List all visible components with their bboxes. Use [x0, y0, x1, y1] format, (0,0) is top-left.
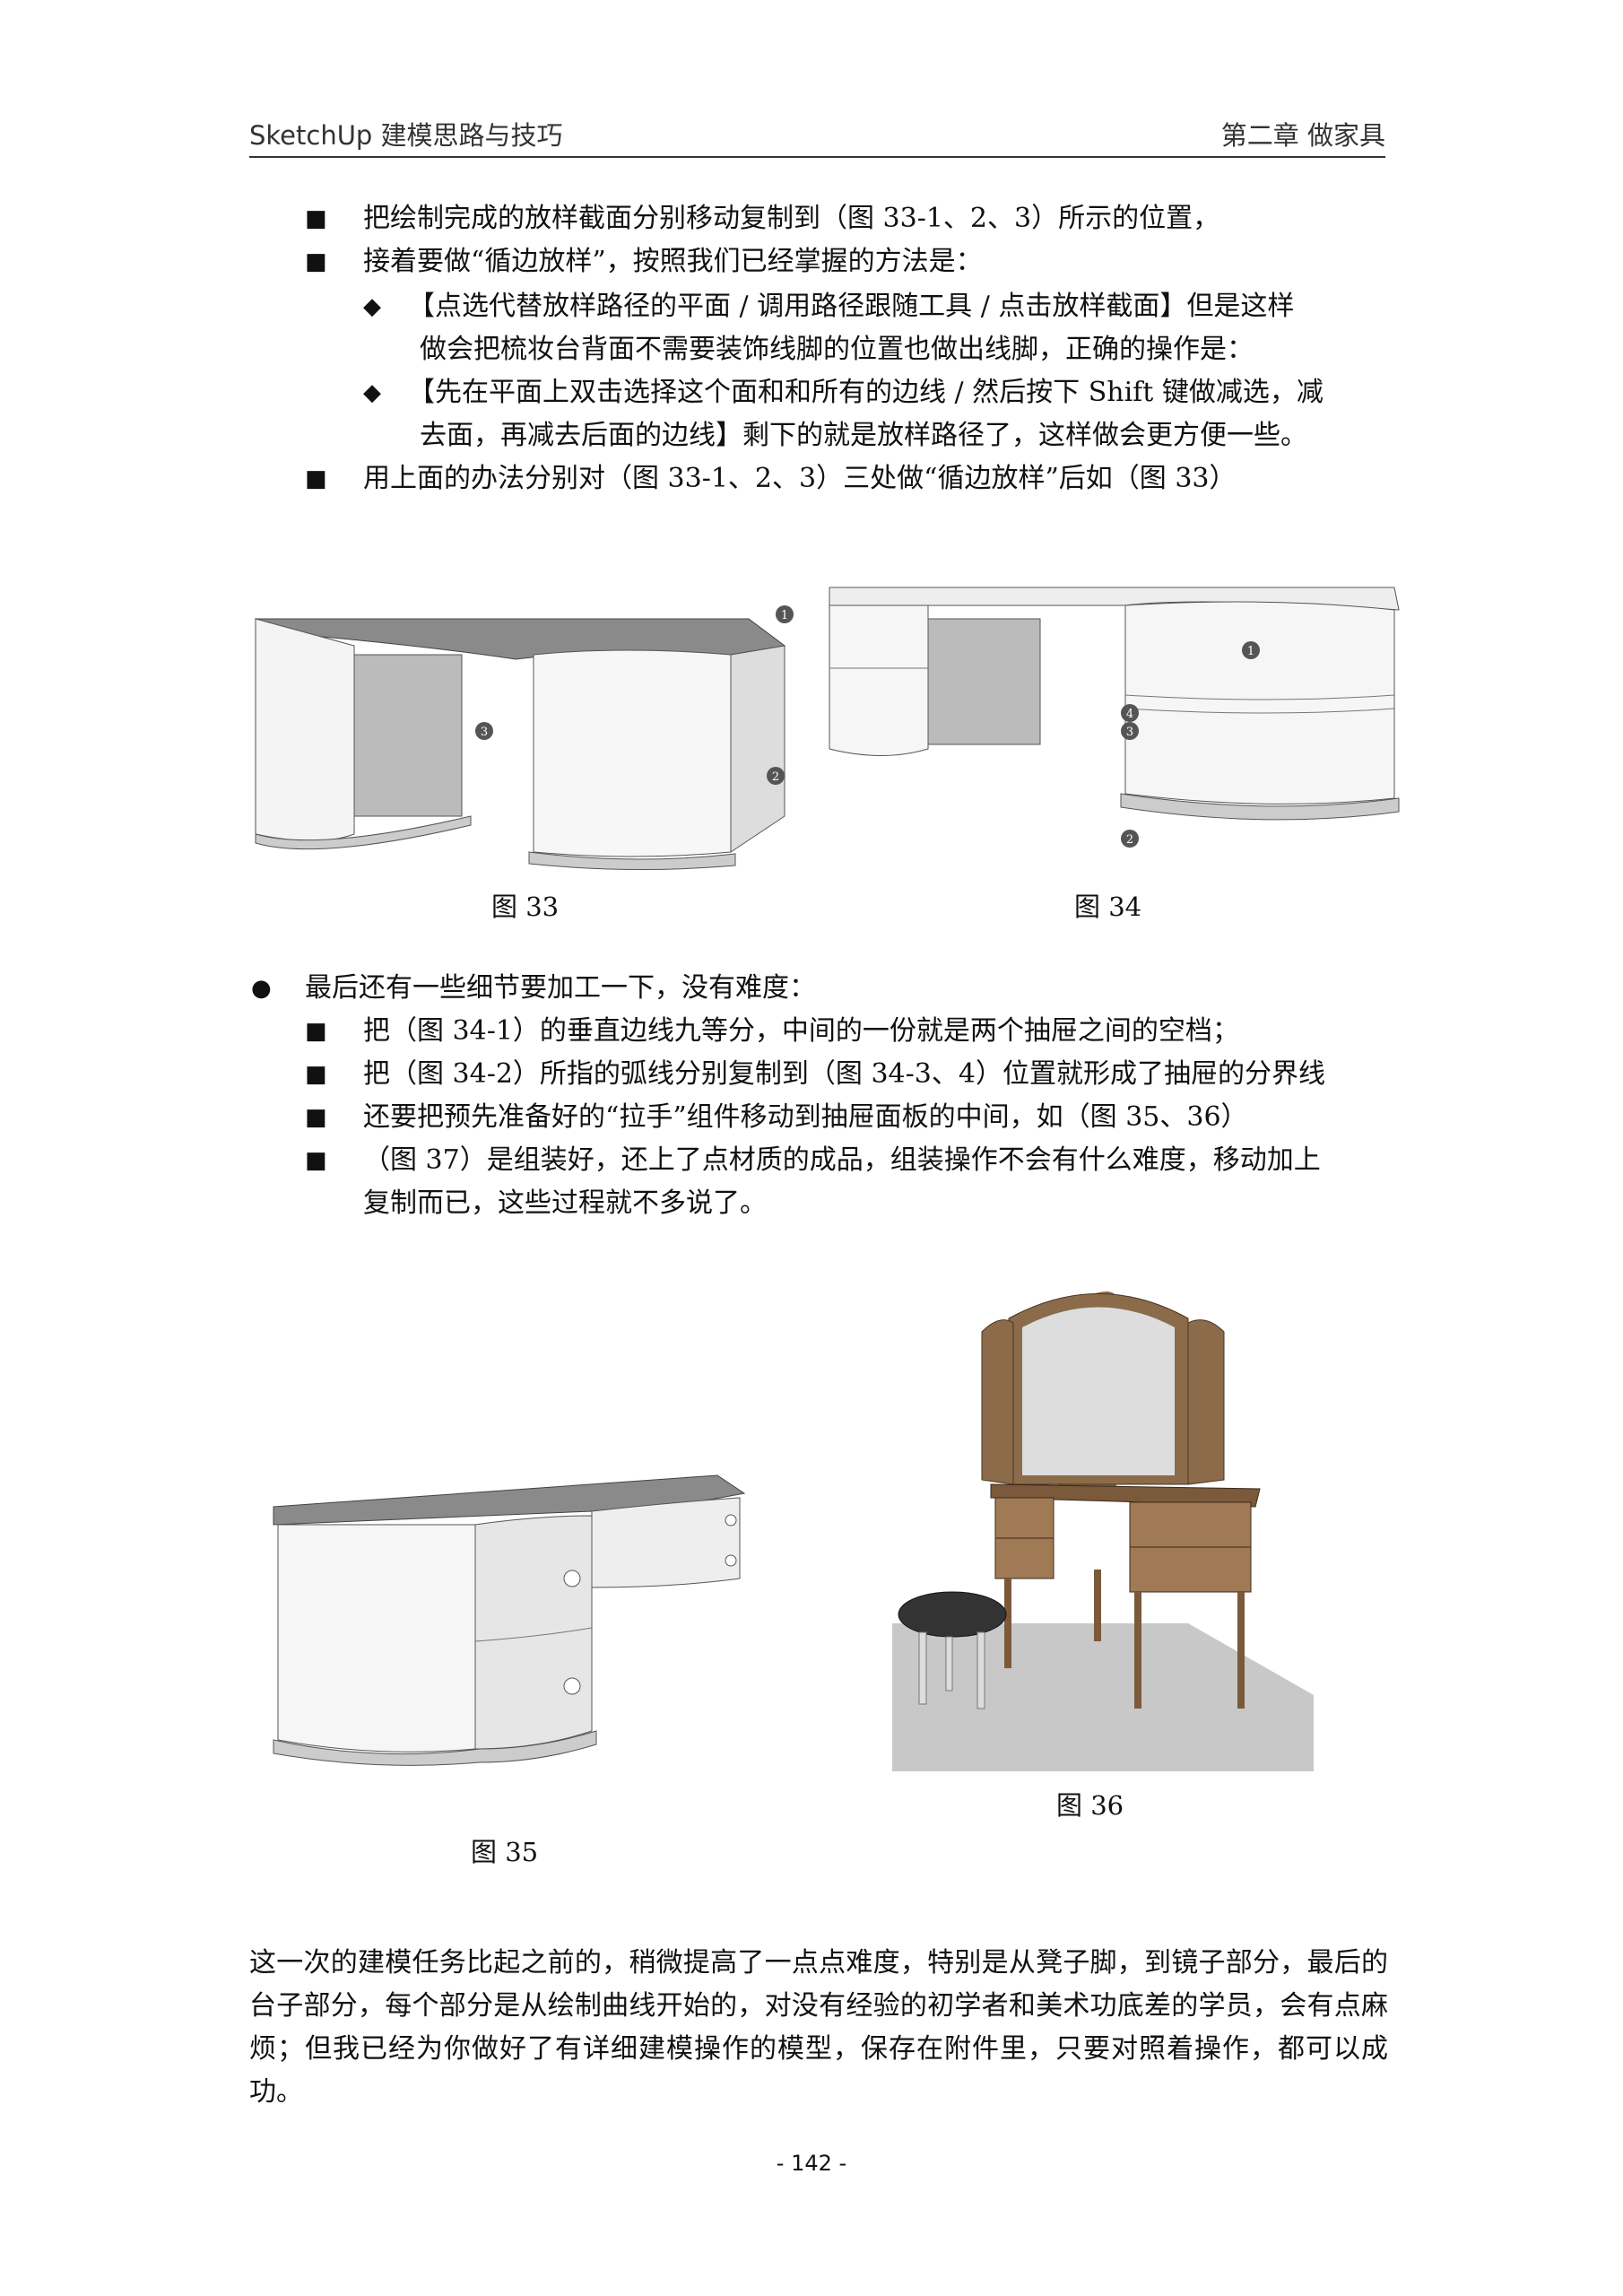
- figure-34-desk-render: 1 2 3 4: [829, 587, 1400, 848]
- bullet-square: ■: [305, 248, 327, 275]
- bullet-square: ■: [305, 1104, 327, 1131]
- svg-text:1: 1: [781, 609, 788, 622]
- list-item: 把（图 34-1）的垂直边线九等分，中间的一份就是两个抽屉之间的空档；: [363, 1015, 1239, 1047]
- figure-35-caption: 图 35: [471, 1837, 539, 1867]
- closing-paragraph: 这一次的建模任务比起之前的，稍微提高了一点点难度，特别是从凳子脚，到镜子部分，最…: [249, 1947, 1388, 2108]
- bullet-square: ■: [305, 205, 327, 232]
- list-item: 把绘制完成的放样截面分别移动复制到（图 33-1、2、3）所示的位置，: [363, 203, 1220, 234]
- callout-2: 2: [767, 767, 785, 785]
- bullet-square: ■: [305, 465, 327, 492]
- book-title: SketchUp 建模思路与技巧: [249, 120, 563, 151]
- callout-2: 2: [1121, 830, 1139, 848]
- list-item: 还要把预先准备好的“拉手”组件移动到抽屉面板的中间，如（图 35、36）: [363, 1101, 1248, 1133]
- list-item: 【点选代替放样路径的平面 / 调用路径跟随工具 / 点击放样截面】但是这样: [408, 291, 1295, 322]
- bullet-diamond: ◆: [363, 293, 381, 320]
- bullet-circle: ●: [251, 975, 272, 1002]
- list-item: 把（图 34-2）所指的弧线分别复制到（图 34-3、4）位置就形成了抽屉的分界…: [363, 1058, 1325, 1090]
- figure-33-caption: 图 33: [491, 891, 560, 922]
- callout-3: 3: [1121, 722, 1139, 740]
- page-header: SketchUp 建模思路与技巧 第二章 做家具: [249, 117, 1385, 158]
- callout-4: 4: [1121, 704, 1139, 722]
- figure-36-dressing-table-render: [892, 1292, 1314, 1771]
- list-item: （图 37）是组装好，还上了点材质的成品，组装操作不会有什么难度，移动加上: [363, 1144, 1321, 1176]
- list-item: 用上面的办法分别对（图 33-1、2、3）三处做“循边放样”后如（图 33）: [363, 463, 1237, 494]
- page-number: - 142 -: [776, 2151, 847, 2176]
- figure-36-caption: 图 36: [1056, 1790, 1124, 1821]
- chapter-title: 第二章 做家具: [1220, 120, 1385, 151]
- bullet-square: ■: [305, 1018, 327, 1045]
- svg-text:2: 2: [1126, 833, 1133, 847]
- callout-1: 1: [776, 605, 794, 623]
- figure-34-caption: 图 34: [1074, 891, 1142, 922]
- svg-text:3: 3: [1126, 726, 1133, 739]
- figure-35-desk-with-handles: [273, 1474, 746, 1766]
- callout-1: 1: [1242, 641, 1260, 659]
- list-item: 接着要做“循边放样”，按照我们已经掌握的方法是：: [363, 246, 983, 277]
- list-item-continuation: 做会把梳妆台背面不需要装饰线脚的位置也做出线脚，正确的操作是：: [420, 334, 1254, 365]
- callout-3: 3: [475, 722, 493, 740]
- svg-text:4: 4: [1126, 708, 1133, 721]
- svg-text:3: 3: [481, 726, 488, 739]
- list-item-continuation: 复制而已，这些过程就不多说了。: [363, 1187, 767, 1219]
- bullet-square: ■: [305, 1147, 327, 1174]
- list-item: 最后还有一些细节要加工一下，没有难度：: [305, 972, 816, 1004]
- svg-text:2: 2: [772, 770, 779, 784]
- figure-33-desk-render: 1 2 3: [254, 605, 794, 871]
- bullet-square: ■: [305, 1061, 327, 1088]
- bullet-diamond: ◆: [363, 379, 381, 406]
- list-item-continuation: 去面，再减去后面的边线】剩下的就是放样路径了，这样做会更方便一些。: [420, 420, 1307, 451]
- svg-text:1: 1: [1247, 645, 1254, 658]
- list-item: 【先在平面上双击选择这个面和和所有的边线 / 然后按下 Shift 键做减选，减: [408, 377, 1324, 408]
